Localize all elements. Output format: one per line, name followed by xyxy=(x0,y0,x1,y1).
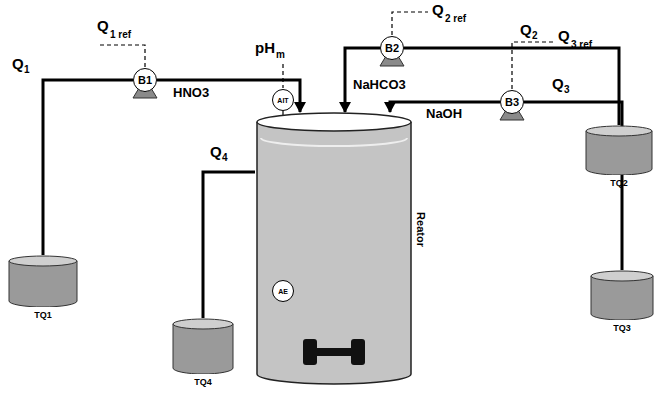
tank-label: TQ1 xyxy=(8,311,78,320)
reactor: ReatorAE xyxy=(255,112,435,387)
pump-circle: B1 xyxy=(133,68,157,92)
signal-name: Q xyxy=(12,56,24,71)
reactor-vessel xyxy=(255,112,413,387)
signal-subscript: 3 ref xyxy=(571,40,592,50)
signal-subscript: 3 xyxy=(564,85,570,95)
signal-subscript: 1 ref xyxy=(110,30,131,40)
signal-name: Q xyxy=(520,22,532,37)
tank: TQ4 xyxy=(172,318,234,396)
tank: TQ3 xyxy=(590,270,654,340)
tank: TQ1 xyxy=(8,255,78,327)
signal-subscript: 1 xyxy=(24,65,30,75)
pump-base xyxy=(133,56,524,120)
sensor-circle: AE xyxy=(272,280,294,302)
tank-shape xyxy=(585,125,653,175)
signal-subscript: 2 xyxy=(532,31,538,41)
stirrer xyxy=(303,339,365,365)
node-label: B1 xyxy=(138,75,152,86)
node-label: AE xyxy=(278,288,288,295)
signal-subscript: m xyxy=(276,50,285,60)
tank-label: TQ4 xyxy=(172,378,234,387)
signal-line xyxy=(100,12,554,89)
signal-name: Q xyxy=(432,2,444,17)
reactor-label: Reator xyxy=(415,205,426,255)
flow-label: HNO3 xyxy=(172,86,210,99)
flow-label: NaHCO3 xyxy=(352,78,407,91)
sensor-circle: AIT xyxy=(272,89,294,111)
node-label: AIT xyxy=(277,97,288,104)
tank-shape xyxy=(8,255,78,307)
pipe-connector xyxy=(43,80,133,255)
pump-circle: B2 xyxy=(380,36,404,60)
signal-name: Q xyxy=(558,28,570,43)
pipe-connector xyxy=(203,172,255,318)
signal-name: Q xyxy=(97,18,109,33)
pump-circle: B3 xyxy=(500,90,524,114)
tank-label: TQ3 xyxy=(590,324,654,333)
flow-label: NaOH xyxy=(425,107,463,120)
signal-subscript: 4 xyxy=(222,153,228,163)
node-label: B2 xyxy=(385,43,399,54)
node-label: B3 xyxy=(505,97,519,108)
signal-subscript: 2 ref xyxy=(445,14,466,24)
tank-label: TQ2 xyxy=(585,179,653,188)
signal-name: Q xyxy=(552,76,564,91)
tank-shape xyxy=(590,270,654,320)
signal-name: pH xyxy=(255,40,275,55)
tank-shape xyxy=(172,318,234,374)
signal-name: Q xyxy=(210,144,222,159)
pipe-connector xyxy=(157,80,300,112)
tank: TQ2 xyxy=(585,125,653,195)
